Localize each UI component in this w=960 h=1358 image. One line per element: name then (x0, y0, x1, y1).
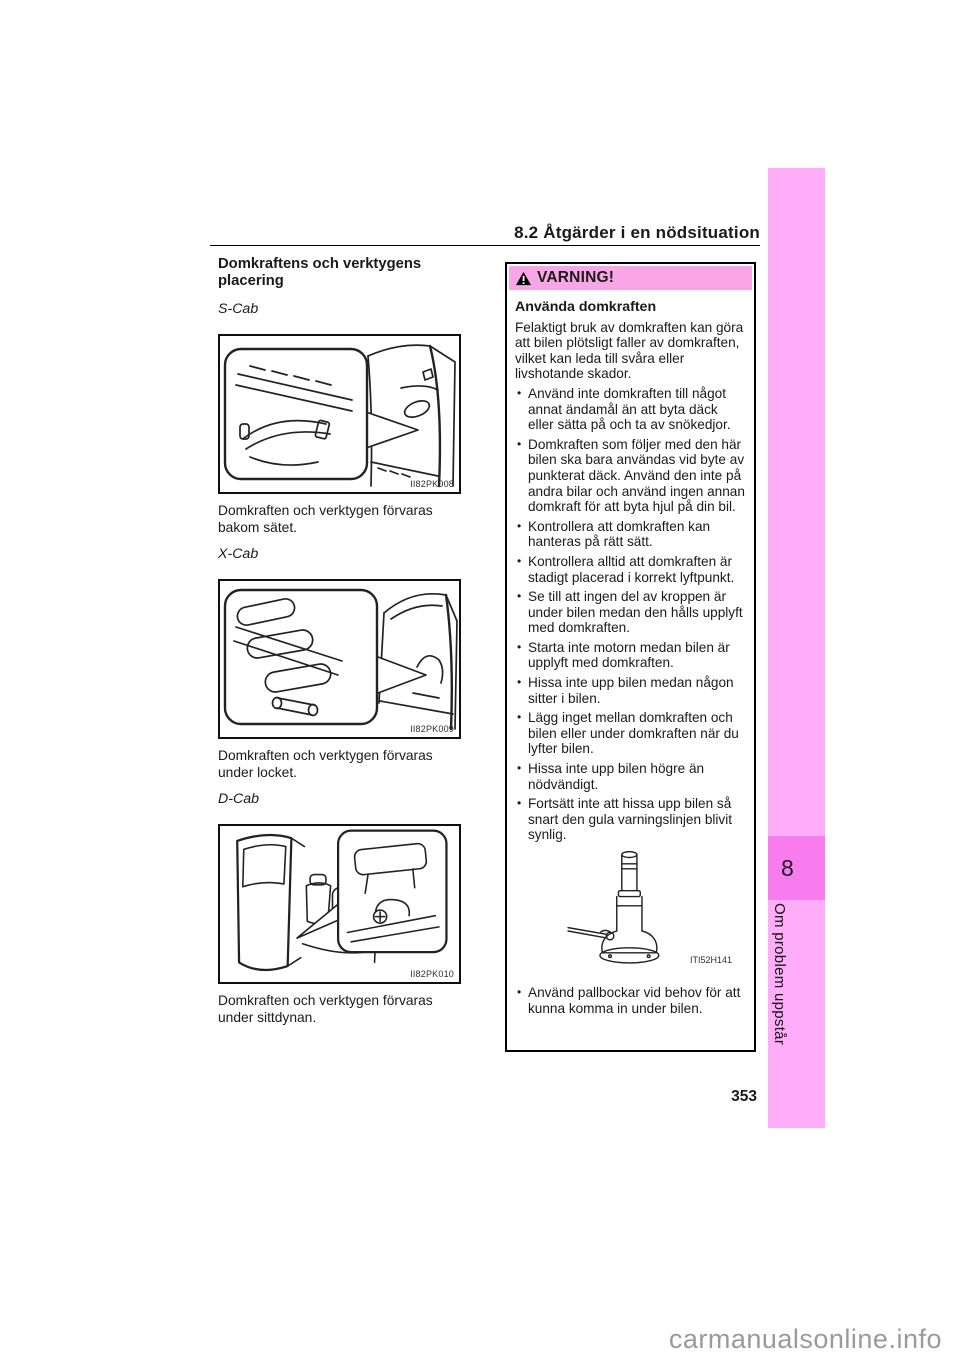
jack-illustration: ITI52H141 (515, 847, 746, 979)
warning-box-header: VARNING! (509, 266, 752, 290)
warning-box: VARNING! Använda domkraften Felaktigt br… (505, 262, 756, 1052)
figure-group-x-cab: X-Cab (218, 546, 471, 781)
figure-caption: Domkraften och verktygen förvaras under … (218, 993, 433, 1025)
warning-bullet: Använd inte domkraften till något annat … (515, 386, 746, 433)
warning-bullet: Lägg inget mellan domkraften och bilen e… (515, 710, 746, 757)
jack-art (567, 850, 660, 964)
variant-label-s-cab: S-Cab (218, 301, 259, 317)
chapter-number: 8 (781, 854, 794, 881)
warning-title: VARNING! (537, 269, 615, 286)
warning-bullet: Starta inte motorn medan bilen är upplyf… (515, 640, 746, 671)
section-title: Domkraftens och verktygens placering (218, 256, 422, 289)
page-number: 353 (731, 1088, 757, 1105)
warning-bullet: Hissa inte upp bilen medan någon sitter … (515, 675, 746, 706)
variant-label-d-cab: D-Cab (218, 791, 259, 807)
cab-interior-art (223, 344, 456, 488)
cab-interior-art (223, 588, 458, 731)
variant-label-x-cab: X-Cab (218, 546, 259, 562)
figure-caption: Domkraften och verktygen förvaras under … (218, 748, 433, 780)
cab-interior-art (236, 829, 448, 972)
warning-bullet: Kontrollera alltid att domkraften är sta… (515, 554, 746, 585)
figure-code-label: ITI52H141 (689, 955, 732, 966)
warning-content: Använda domkraften Felaktigt bruk av dom… (507, 292, 754, 1016)
chapter-title-vertical: Om problem uppstår (771, 903, 788, 1046)
running-header: 8.2 Åtgärder i en nödsituation (514, 223, 760, 242)
warning-triangle-icon (516, 271, 531, 285)
warning-bullet: Domkraften som följer med den här bilen … (515, 437, 746, 515)
figure-code-label: II82PK010 (410, 969, 454, 979)
figure-group-s-cab: S-Cab (218, 301, 471, 536)
warning-bullet: Se till att ingen del av kroppen är unde… (515, 589, 746, 636)
header-rule (210, 245, 760, 246)
figure-code-label: II82PK008 (410, 479, 454, 489)
warning-bullet: Fortsätt inte att hissa upp bilen så sna… (515, 796, 746, 843)
figure-caption: Domkraften och verktygen förvaras bakom … (218, 503, 433, 535)
warning-bullet: Kontrollera att domkraften kan hanteras … (515, 519, 746, 550)
warning-bullet: Använd pallbockar vid behov för att kunn… (515, 985, 746, 1016)
warning-bullet-list: Använd inte domkraften till något annat … (515, 386, 746, 843)
left-column: Domkraftens och verktygens placering S-C… (218, 256, 471, 1036)
watermark-text: carmanualsonline.info (668, 1324, 942, 1354)
warning-footer-list: Använd pallbockar vid behov för att kunn… (515, 985, 746, 1016)
figure-group-d-cab: D-Cab (218, 791, 471, 1026)
figure-code-label: II82PK009 (410, 724, 454, 734)
warning-heading: Använda domkraften (515, 299, 657, 315)
x-cab-jack-location-illustration: II82PK009 (218, 579, 461, 739)
warning-intro: Felaktigt bruk av domkraften kan göra at… (515, 319, 744, 382)
s-cab-jack-location-illustration: II82PK008 (218, 334, 461, 494)
chapter-tab: 8 (768, 836, 825, 900)
d-cab-jack-location-illustration: II82PK010 (218, 824, 461, 984)
chapter-color-band (768, 168, 825, 1128)
warning-bullet: Hissa inte upp bilen högre än nödvändigt… (515, 761, 746, 792)
